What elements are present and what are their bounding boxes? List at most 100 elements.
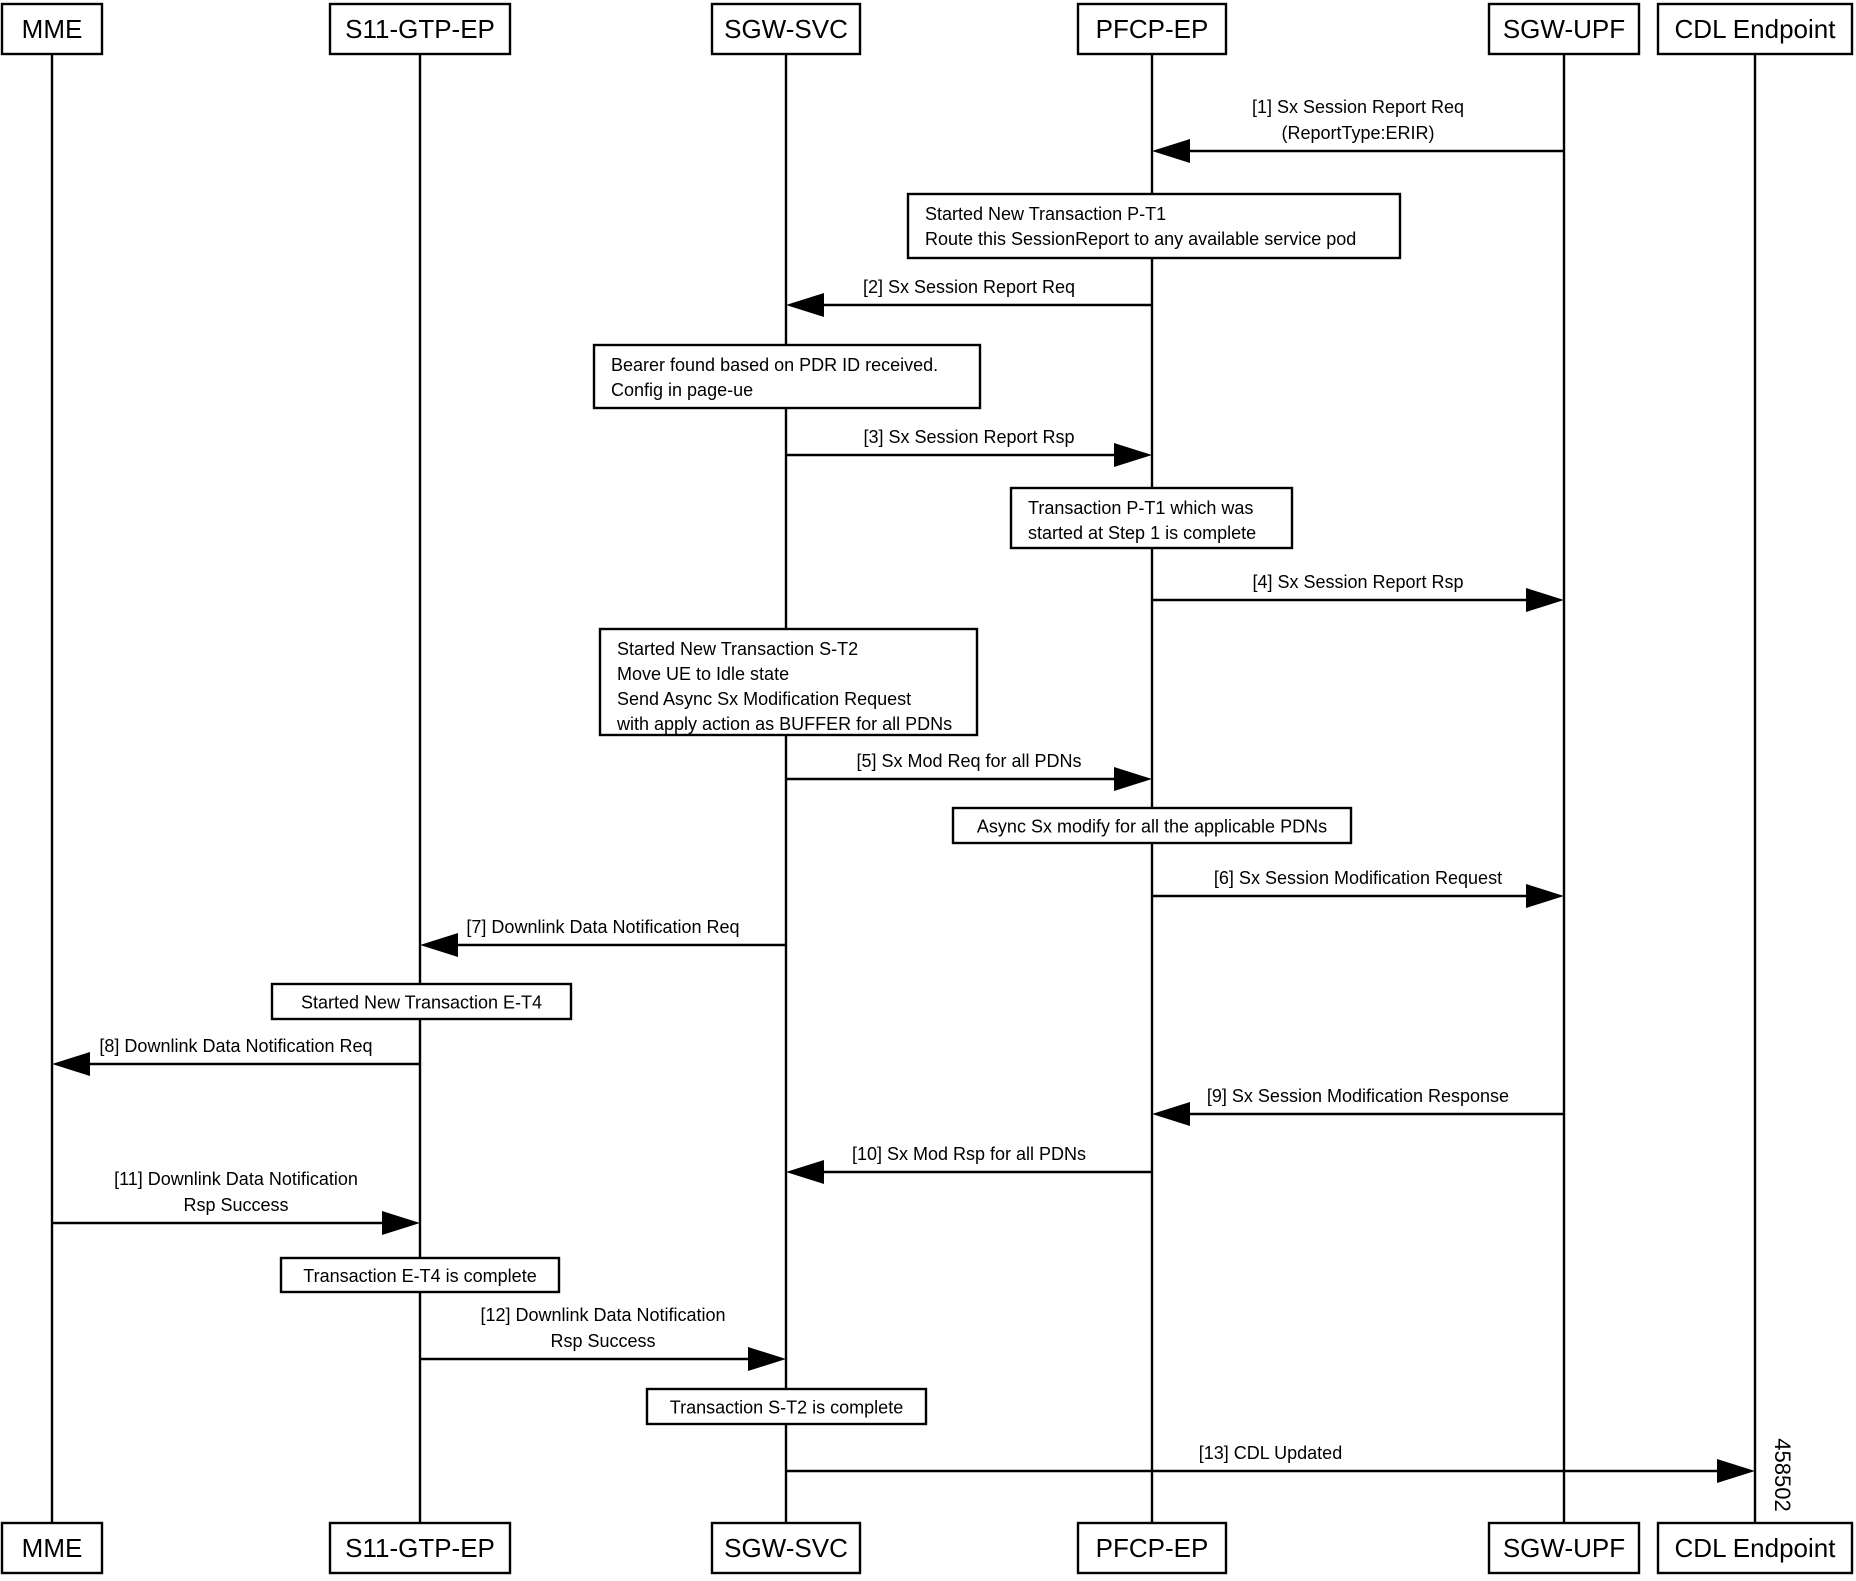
actor-cdl-top: CDL Endpoint [1656,2,1854,56]
note-text: Transaction P-T1 which was [1028,498,1253,518]
note-text: Move UE to Idle state [617,664,789,684]
actor-label: S11-GTP-EP [345,1533,495,1563]
lifelines [50,54,1757,1523]
actor-label: SGW-UPF [1503,14,1625,44]
message-label: [11] Downlink Data Notification [114,1169,358,1189]
note-text: Send Async Sx Modification Request [617,689,911,709]
message-m9: [9] Sx Session Modification Response [1152,1086,1564,1126]
actor-box [1656,1521,1854,1575]
actor-box [0,2,104,56]
note-text: started at Step 1 is complete [1028,523,1256,543]
actor-box [710,2,862,56]
arrowhead [1152,139,1190,163]
actor-label: CDL Endpoint [1675,1533,1837,1563]
actor-sgwupf-bottom: SGW-UPF [1487,1521,1641,1575]
actor-label: PFCP-EP [1096,14,1209,44]
arrowhead [786,293,824,317]
note-text: Started New Transaction S-T2 [617,639,858,659]
message-label: [12] Downlink Data Notification [480,1305,725,1325]
actor-box [328,2,512,56]
note-text: Config in page-ue [611,380,753,400]
note-text: Route this SessionReport to any availabl… [925,229,1356,249]
message-label: [10] Sx Mod Rsp for all PDNs [852,1144,1086,1164]
actor-cdl-bottom: CDL Endpoint [1656,1521,1854,1575]
actor-box [1656,2,1854,56]
note-n2: Bearer found based on PDR ID received. Co… [592,343,982,410]
note-box [951,806,1353,845]
arrowhead [1717,1459,1755,1483]
arrowhead [748,1347,786,1371]
actor-label: PFCP-EP [1096,1533,1209,1563]
note-box [906,192,1402,260]
message-label: [1] Sx Session Report Req [1252,97,1464,117]
message-label: [7] Downlink Data Notification Req [466,917,739,937]
note-box [1009,486,1294,550]
note-text: Async Sx modify for all the applicable P… [977,817,1327,837]
note-box [598,627,979,737]
actor-box [1487,1521,1641,1575]
actor-box [328,1521,512,1575]
message-label: Rsp Success [550,1331,655,1351]
note-box [645,1387,928,1426]
actor-label: SGW-UPF [1503,1533,1625,1563]
actor-pfcp-bottom: PFCP-EP [1076,1521,1228,1575]
message-label: [13] CDL Updated [1199,1443,1342,1463]
message-label: Rsp Success [183,1195,288,1215]
message-m7: [7] Downlink Data Notification Req [420,917,786,957]
message-m1: [1] Sx Session Report Req(ReportType:ERI… [1152,97,1564,163]
actor-label: MME [22,14,83,44]
arrowhead [382,1211,420,1235]
message-m3: [3] Sx Session Report Rsp [786,427,1152,467]
actor-sgwsvc-top: SGW-SVC [710,2,862,56]
arrowhead [786,1160,824,1184]
actor-sgwsvc-bottom: SGW-SVC [710,1521,862,1575]
arrowhead [420,933,458,957]
actor-mme-top: MME [0,2,104,56]
message-m13: [13] CDL Updated [786,1443,1755,1483]
message-m10: [10] Sx Mod Rsp for all PDNs [786,1144,1152,1184]
message-label: [3] Sx Session Report Rsp [863,427,1074,447]
arrowhead [1114,443,1152,467]
actor-box [1076,1521,1228,1575]
note-text: Transaction S-T2 is complete [670,1398,903,1418]
note-box [592,343,982,410]
note-text: Started New Transaction E-T4 [301,993,542,1013]
note-n7: Transaction E-T4 is complete [279,1256,561,1294]
arrowhead [52,1052,90,1076]
message-label: [6] Sx Session Modification Request [1214,868,1502,888]
actor-label: SGW-SVC [724,14,848,44]
actor-box [1487,2,1641,56]
message-label: [2] Sx Session Report Req [863,277,1075,297]
arrowhead [1152,1102,1190,1126]
message-m2: [2] Sx Session Report Req [786,277,1152,317]
message-m6: [6] Sx Session Modification Request [1152,868,1564,908]
note-box [270,982,573,1021]
note-box [279,1256,561,1294]
actor-label: CDL Endpoint [1675,14,1837,44]
note-text: Started New Transaction P-T1 [925,204,1166,224]
message-label: [4] Sx Session Report Rsp [1252,572,1463,592]
message-label: [9] Sx Session Modification Response [1207,1086,1509,1106]
actor-sgwupf-top: SGW-UPF [1487,2,1641,56]
message-label: [8] Downlink Data Notification Req [99,1036,372,1056]
actor-box [710,1521,862,1575]
actor-pfcp-top: PFCP-EP [1076,2,1228,56]
actor-s11-top: S11-GTP-EP [328,2,512,56]
message-label: [5] Sx Mod Req for all PDNs [856,751,1081,771]
arrowhead [1114,767,1152,791]
message-m5: [5] Sx Mod Req for all PDNs [786,751,1152,791]
note-text: Bearer found based on PDR ID received. [611,355,938,375]
note-n6: Started New Transaction E-T4 [270,982,573,1021]
actor-mme-bottom: MME [0,1521,104,1575]
arrowhead [1526,884,1564,908]
message-m8: [8] Downlink Data Notification Req [52,1036,420,1076]
actor-label: MME [22,1533,83,1563]
actor-label: S11-GTP-EP [345,14,495,44]
note-text: Transaction E-T4 is complete [303,1266,536,1286]
